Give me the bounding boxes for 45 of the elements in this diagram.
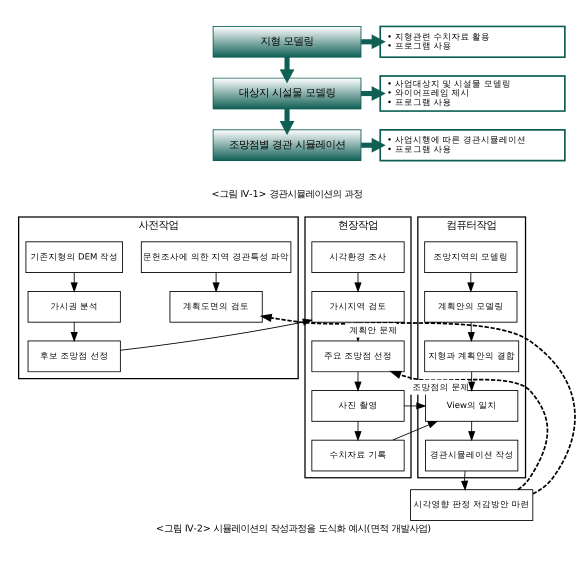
node-box: 계획도면의 검토	[170, 290, 263, 322]
arrow	[389, 370, 548, 490]
node-box: • 지형관련 수치자료 활용 • 프로그램 사용	[379, 25, 566, 58]
node-box: 대상지 시설물 모델링	[212, 77, 362, 109]
node-box: 시각환경 조사	[311, 240, 405, 273]
arrow	[354, 272, 362, 292]
arrow	[361, 34, 386, 49]
arrow	[468, 370, 476, 392]
arrow	[461, 470, 468, 490]
arrow	[468, 420, 476, 441]
edge-label: 조망점의 문제	[412, 382, 470, 392]
node-box: 기존지형의 DEM 작성	[25, 240, 123, 273]
node-box: 수치자료 기록	[311, 439, 405, 471]
node-box: 조망점별 경관 시뮬레이션	[212, 128, 362, 161]
node-box: 지형 모델링	[212, 26, 362, 58]
arrow	[467, 272, 474, 292]
arrow	[361, 137, 386, 152]
arrow	[468, 321, 475, 342]
node-box: 가시지역 검토	[311, 290, 405, 322]
arrow	[70, 321, 78, 342]
node-box: 경관시뮬레이션 작성	[425, 439, 518, 471]
arrow	[361, 86, 386, 100]
node-box: 가시권 분석	[28, 290, 121, 322]
label: <그림 Ⅳ-1> 경관시뮬레이션의 과정	[212, 188, 362, 200]
node-box: 후보 조망점 선정	[28, 340, 121, 372]
node-box: • 사업대상지 및 시설물 모델링 • 와이어프레임 제시 • 프로그램 사용	[379, 74, 566, 112]
arrow	[70, 272, 78, 292]
arrow	[404, 402, 427, 410]
node-box: 지형과 계획안의 결합	[424, 340, 520, 372]
arrow	[354, 420, 362, 441]
arrow	[212, 272, 220, 292]
node-box: 주요 조망점 선정	[311, 340, 405, 372]
arrow	[354, 370, 362, 392]
arrow	[260, 313, 576, 494]
node-box: 문헌조사에 의한 지역 경관특성 파악	[140, 240, 292, 273]
arrow	[280, 56, 294, 83]
arrow	[392, 420, 438, 440]
edge-label: 계획안 문제	[350, 325, 398, 336]
node-box: 사진 촬영	[311, 390, 405, 422]
arrow	[280, 108, 294, 135]
node-box: • 사업시행에 따른 경관시뮬레이션 • 프로그램 사용	[379, 128, 566, 161]
node-box: 조망지역의 모델링	[424, 240, 518, 273]
node-box: 시각영향 판정 저감방안 마련	[410, 488, 534, 520]
node-box: 계획안의 모델링	[424, 290, 518, 322]
caption: <그림 Ⅳ-2> 시뮬레이션의 작성과정을 도식화 예시(면적 개발사업)	[156, 522, 432, 534]
